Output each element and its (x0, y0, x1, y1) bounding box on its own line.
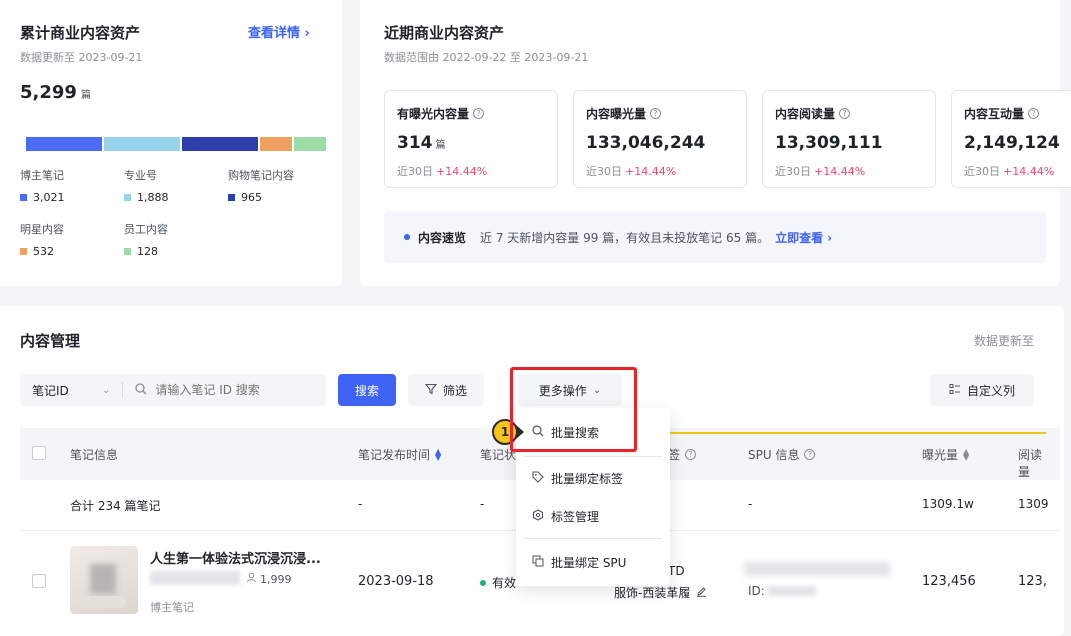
total-assets-title: 累计商业内容资产 (20, 24, 141, 42)
row-exposure: 123,456 (922, 574, 976, 589)
distribution-segment (293, 137, 327, 151)
management-updated: 数据更新至 (974, 334, 1035, 348)
row-reads: 123, (1018, 574, 1047, 589)
menu-item-batch-search[interactable]: 批量搜索 (532, 424, 599, 441)
filter-button[interactable]: 筛选 (408, 374, 484, 406)
note-id-select[interactable]: 笔记ID (32, 383, 69, 398)
view-now-link[interactable]: 立即查看 › (775, 230, 833, 245)
fans-count: 1,999 (246, 572, 292, 586)
tag-value: 服饰-西装革履 (614, 584, 707, 601)
col-exposure[interactable]: 曝光量 ▲▼ (922, 446, 970, 462)
content-management-title: 内容管理 (20, 332, 81, 350)
filter-icon (424, 383, 438, 398)
edit-icon[interactable] (696, 586, 707, 600)
spu-name-blur (744, 562, 890, 576)
help-icon[interactable]: ? (650, 108, 662, 119)
select-all-checkbox[interactable] (32, 446, 46, 460)
note-thumbnail[interactable] (70, 546, 138, 614)
col-note-status: 笔记状 (480, 448, 517, 462)
distribution-segment (181, 137, 258, 151)
overview-label: 内容速览 (418, 230, 467, 245)
metric-card-exposure[interactable]: 内容曝光量? 133,046,244 近30日+14.44% (573, 90, 747, 188)
total-assets-count: 5,299 (20, 82, 77, 103)
content-overview-bar: 内容速览 近 7 天新增内容量 99 篇，有效且未投放笔记 65 篇。 立即查看… (384, 211, 1046, 263)
spu-id-label: ID: (748, 584, 765, 598)
badge-pointer (516, 425, 524, 439)
recent-assets-range: 数据范围由 2022-09-22 至 2023-09-21 (384, 51, 589, 64)
help-icon[interactable]: ? (804, 449, 816, 460)
search-icon (532, 425, 544, 440)
legend-item-celebrity: 明星内容 532 (20, 223, 64, 258)
search-button[interactable]: 搜索 (338, 374, 396, 406)
more-actions-button[interactable]: 更多操作 ⌄ (518, 374, 622, 406)
legend-item-shopping: 购物笔记内容 965 (228, 169, 294, 204)
menu-item-tag-management[interactable]: 标签管理 (532, 508, 599, 525)
col-spu-info: SPU 信息? (748, 446, 816, 463)
publish-date: 2023-09-18 (358, 574, 434, 589)
menu-item-batch-bind-tag[interactable]: 批量绑定标签 (532, 470, 623, 487)
user-icon (246, 572, 257, 586)
sort-icon[interactable]: ▲▼ (963, 446, 970, 462)
summary-dash: - (748, 497, 753, 511)
view-details-link[interactable]: 查看详情 › (248, 26, 310, 41)
menu-divider (524, 538, 662, 539)
custom-columns-button[interactable]: 自定义列 (930, 374, 1034, 406)
sort-icon[interactable]: ▲▼ (435, 446, 442, 462)
total-assets-count-row: 5,299 篇 (20, 82, 91, 103)
highlight-box (510, 367, 637, 452)
metric-card-interactions[interactable]: 内容互动量? 2,149,124 近30日+14.44% (951, 90, 1071, 188)
recent-assets-title: 近期商业内容资产 (384, 24, 505, 42)
help-icon[interactable]: ? (473, 108, 485, 119)
help-icon[interactable]: ? (1028, 108, 1040, 119)
author-name-blur (150, 571, 240, 585)
search-icon (135, 382, 147, 398)
distribution-segment (26, 137, 102, 151)
summary-dash: - (480, 497, 485, 511)
menu-item-batch-bind-spu[interactable]: 批量绑定 SPU (532, 554, 626, 571)
col-publish-time[interactable]: 笔记发布时间 ▲▼ (358, 446, 442, 462)
spu-id-blur (768, 586, 816, 596)
chevron-down-icon: ⌄ (592, 384, 602, 396)
total-assets-updated: 数据更新至 2023-09-21 (20, 51, 143, 64)
help-icon[interactable]: ? (685, 449, 697, 460)
legend-item-employee: 员工内容 128 (124, 223, 168, 258)
note-status: 有效 (480, 574, 516, 591)
search-group: 笔记ID ⌄ (20, 374, 326, 406)
summary-reads: 1309 (1018, 497, 1049, 511)
tag-settings-icon (532, 509, 544, 524)
overview-text: 近 7 天新增内容量 99 篇，有效且未投放笔记 65 篇。 (480, 230, 770, 245)
distribution-segment (103, 137, 180, 151)
col-note-info: 笔记信息 (70, 448, 119, 462)
col-tag: 签? (668, 446, 697, 463)
note-type: 博主笔记 (150, 601, 194, 614)
col-reads: 阅读量 (1018, 448, 1043, 479)
total-assets-unit: 篇 (80, 90, 91, 101)
copy-icon (532, 555, 544, 570)
more-actions-menu: 批量搜索 批量绑定标签 标签管理 批量绑定 SPU (516, 408, 670, 586)
tag-code: TD (668, 564, 685, 578)
note-title[interactable]: 人生第一体验法式沉浸沉浸... (150, 552, 321, 567)
status-dot (480, 579, 486, 586)
bullet-dot-icon (404, 234, 410, 240)
legend-item-professional: 专业号 1,888 (124, 169, 169, 204)
help-icon[interactable]: ? (839, 108, 851, 119)
menu-divider (524, 456, 662, 457)
metric-card-reads[interactable]: 内容阅读量? 13,309,111 近30日+14.44% (762, 90, 936, 188)
legend-item-blogger: 博主笔记 3,021 (20, 169, 65, 204)
summary-label: 合计 234 篇笔记 (70, 499, 161, 513)
row-checkbox[interactable] (32, 574, 46, 588)
list-settings-icon (949, 383, 961, 398)
distribution-segment (259, 137, 292, 151)
search-input[interactable] (155, 383, 306, 397)
summary-exposure: 1309.1w (922, 497, 974, 511)
tag-icon (532, 471, 544, 486)
asset-distribution-bar (26, 137, 327, 151)
chevron-down-icon[interactable]: ⌄ (102, 384, 111, 396)
summary-dash: - (358, 497, 363, 511)
guide-line (628, 432, 1046, 434)
divider (122, 382, 124, 398)
